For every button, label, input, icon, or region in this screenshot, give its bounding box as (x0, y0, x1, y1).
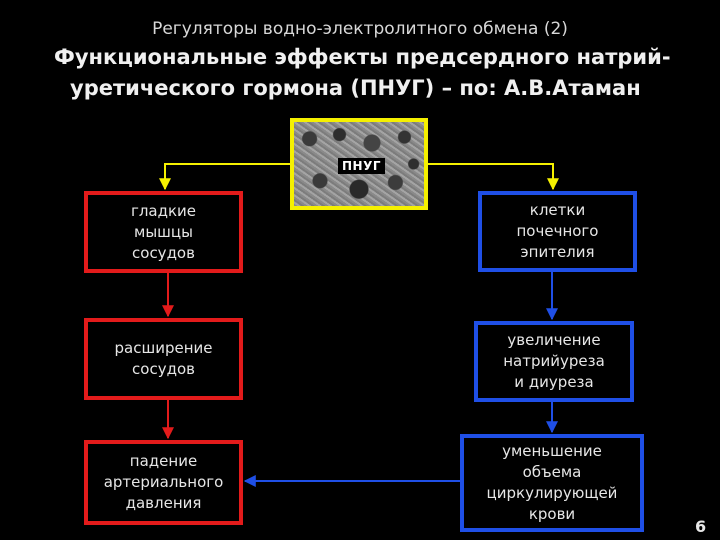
slide-title: Функциональные эффекты предсердного натр… (40, 42, 700, 104)
connector-pnug-to-right (428, 163, 559, 191)
pnug-micrograph: ПНУГ (290, 118, 428, 210)
slide-title-line-1: Функциональные эффекты предсердного натр… (54, 45, 671, 69)
connector-pnug-to-left (159, 163, 290, 191)
slide-title-line-2: уретического гормона (ПНУГ) – по: А.В.Ат… (70, 76, 641, 100)
box-renal-epithelium: клетки почечного эпителия (478, 191, 637, 272)
box-blood-volume-decrease: уменьшение объема циркулирующей крови (460, 434, 644, 532)
slide-subtitle: Регуляторы водно-электролитного обмена (… (152, 19, 568, 39)
pnug-label: ПНУГ (338, 158, 385, 174)
box-natriuresis-increase: увеличение натрийуреза и диуреза (474, 321, 634, 402)
box-pressure-drop: падение артериального давления (84, 440, 243, 525)
page-number: 6 (695, 517, 707, 536)
box-smooth-muscle: гладкие мышцы сосудов (84, 191, 243, 273)
box-vasodilation: расширение сосудов (84, 318, 243, 400)
